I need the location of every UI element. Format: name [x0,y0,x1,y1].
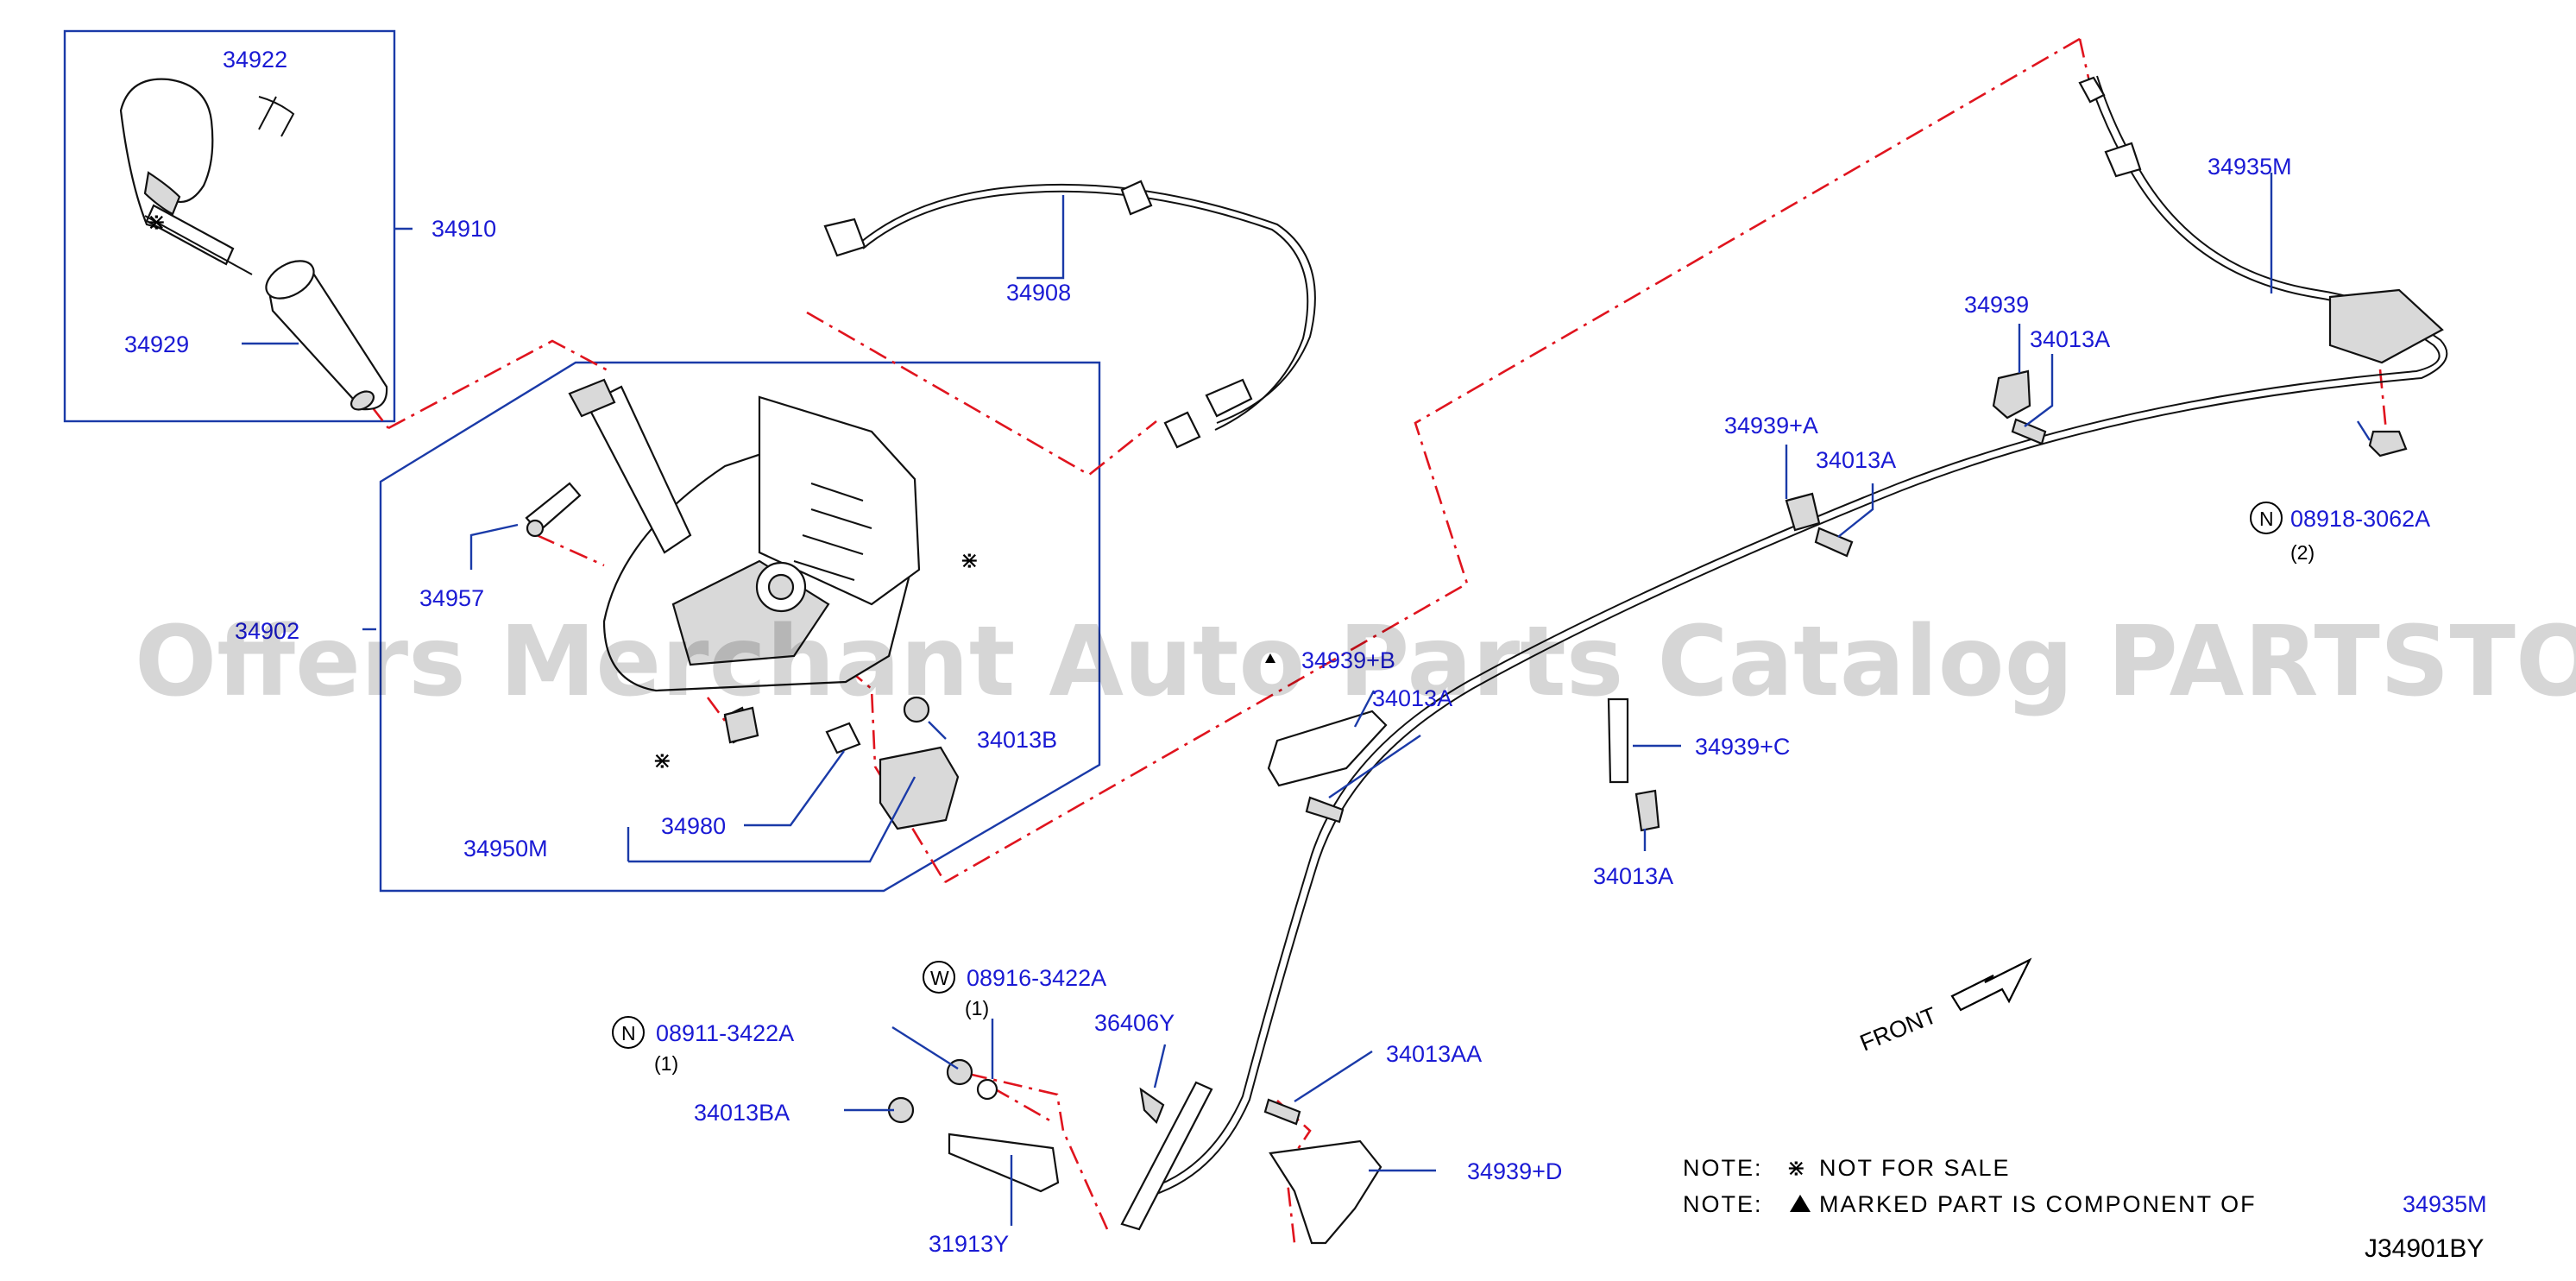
bracket-small [723,706,759,744]
diagram-code: J34901BY [2365,1234,2484,1263]
label-34910: 34910 [431,216,496,242]
label-34013B: 34013B [977,727,1057,753]
label-34950M: 34950M [463,836,548,861]
bolt-34013AA [1263,1098,1301,1126]
n-marker-08911 [612,1016,645,1049]
label-34939C: 34939+C [1695,734,1790,760]
note2-part: 34935M [2403,1191,2487,1217]
note1-prefix: NOTE: [1683,1155,1763,1181]
shift-knob [119,78,253,275]
triangle-mark-34939B [1265,653,1275,663]
nut-08918 [2368,430,2408,458]
label-34939D: 34939+D [1467,1158,1562,1184]
shifter-group-box [379,361,1101,893]
cable-34935M [1120,75,2448,1231]
note1-text: NOT FOR SALE [1819,1155,2011,1181]
label-34013A-1: 34013A [2030,326,2110,352]
label-34013A-3: 34013A [1372,685,1452,711]
w-marker-08916 [923,961,955,994]
asterisk-knob: ⋇ [147,209,167,235]
bracket-34939 [1992,369,2031,420]
label-08918-qty: (2) [2290,541,2315,564]
label-34939: 34939 [1964,292,2029,318]
front-arrow-icon [1950,957,2032,1012]
bracket-31913Y [948,1133,1060,1193]
label-34013AA: 34013AA [1386,1041,1482,1067]
knob-group-box [63,29,396,423]
front-indicator: FRONT [1856,957,2032,1057]
bolt-34013A-1 [2011,418,2047,445]
shifter-assembly [525,378,921,744]
asterisk-shifter: ⋇ [960,547,979,573]
label-08916-qty: (1) [965,997,989,1019]
bolt-34013A-4 [1634,789,1660,832]
leader-lines [242,173,2371,1226]
knob-sleeve [265,260,388,411]
nut-34013B [903,696,930,723]
asterisk-marks: ⋇ ⋇ ⋇ [147,209,1275,773]
washer-08916 [976,1078,998,1101]
label-34980: 34980 [661,813,726,839]
label-34013BA: 34013BA [694,1100,790,1126]
bracket-34939D [1269,1139,1382,1245]
label-34929: 34929 [124,331,189,357]
label-08911: 08911-3422A [656,1020,794,1046]
label-34902: 34902 [235,618,299,644]
label-34957: 34957 [419,585,484,611]
bolt-34013A-3 [1305,796,1345,824]
asterisk-bracket: ⋇ [652,748,672,773]
module-34950M [825,722,960,830]
bracket-34939A [1785,492,1821,532]
n-marker-08918-letter: N [2259,508,2274,530]
n-marker-08918 [2250,502,2283,534]
label-34013A-2: 34013A [1816,447,1896,473]
note2-text: MARKED PART IS COMPONENT OF [1819,1191,2257,1217]
label-34922: 34922 [223,47,287,73]
notes: NOTE: ⋇ NOT FOR SALE NOTE: MARKED PART I… [1683,1155,2487,1263]
triangle-note-mark [1790,1195,1811,1212]
front-label: FRONT [1856,1002,1940,1057]
part-labels: 34922 34910 34929 34908 34957 34902 3401… [124,47,2430,1257]
label-08918: 08918-3062A [2290,506,2430,532]
bracket-34939C [1607,697,1629,784]
label-31913Y: 31913Y [929,1231,1009,1257]
w-marker-08916-letter: W [930,967,949,989]
clip-36406Y [1139,1087,1165,1124]
label-36406Y: 36406Y [1094,1010,1175,1036]
bolt-34013A-2 [1814,527,1854,558]
label-34935M: 34935M [2208,154,2292,180]
label-34013A-4: 34013A [1593,863,1673,889]
note2-prefix: NOTE: [1683,1191,1763,1217]
alignment-lines [369,37,2389,1244]
label-34939A: 34939+A [1724,413,1818,439]
asterisk-note-mark: ⋇ [1786,1155,1808,1181]
n-marker-08911-letter: N [621,1022,636,1044]
circled-markers: N W N [612,502,2283,1049]
bracket-34939B [1267,710,1388,787]
watermark: Offers Merchant Auto Parts Catalog PARTS… [135,606,2576,718]
label-08916: 08916-3422A [967,965,1106,991]
label-34939B: 34939+B [1301,647,1395,673]
cable-34908 [823,180,1316,449]
label-08911-qty: (1) [654,1052,678,1075]
clip-34922 [258,96,295,137]
label-34908: 34908 [1006,280,1071,306]
